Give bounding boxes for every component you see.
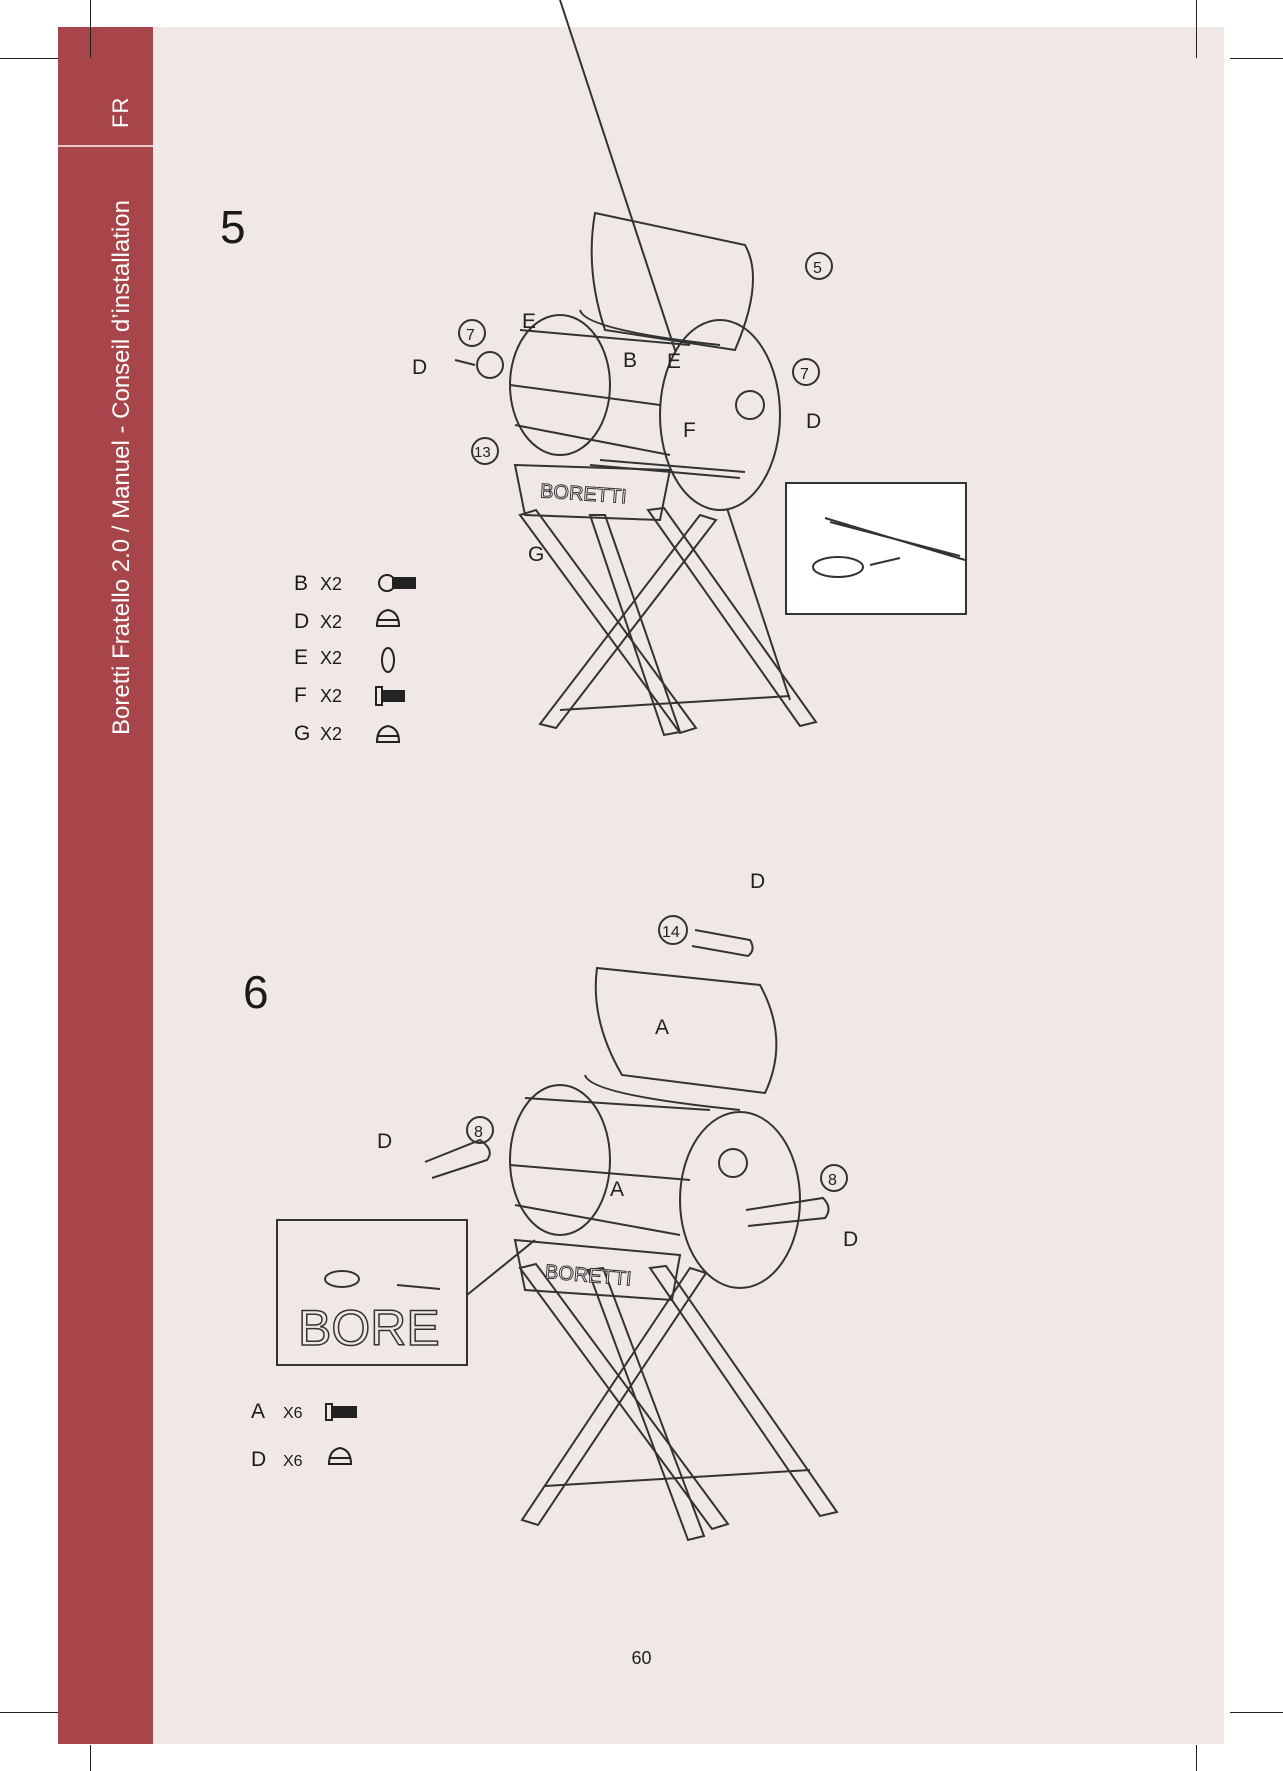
barrel-lid	[590, 211, 754, 352]
bolt-icon	[378, 574, 416, 592]
barrel-body	[509, 1097, 711, 1236]
part-row: F X2	[294, 684, 342, 708]
cap-nut-icon	[327, 1446, 353, 1465]
part-label: F	[683, 419, 696, 442]
grill-grate	[589, 459, 746, 479]
part-letter: D	[251, 1448, 267, 1471]
lid-hinge	[579, 309, 721, 346]
detail-brand-text: BORE	[298, 1300, 440, 1356]
part-label: D	[412, 356, 427, 379]
sidebar	[58, 27, 153, 1744]
page-background	[58, 27, 1224, 1744]
stand-legs	[518, 1262, 839, 1542]
cap-nut-icon	[375, 608, 401, 627]
lid-handle	[691, 929, 754, 958]
crop-mark	[1230, 1712, 1283, 1713]
part-qty: X2	[320, 574, 343, 594]
part-row: G X2	[294, 722, 342, 746]
part-qty: X2	[320, 686, 343, 706]
stand-front-plate	[513, 1238, 682, 1302]
crop-mark	[0, 1712, 58, 1713]
callout: 8	[474, 1124, 483, 1141]
lid-hinge	[584, 1074, 741, 1111]
part-row: D X6	[251, 1448, 303, 1472]
callout: 13	[474, 444, 491, 461]
crop-mark	[0, 58, 58, 59]
detail-pointer	[466, 1239, 536, 1296]
handle-d-left	[454, 359, 476, 366]
callout: 8	[828, 1172, 837, 1189]
detail-box	[785, 482, 967, 615]
step-5-illustration: BORETTI 5 7 7 13 E D B E D F G	[412, 0, 967, 737]
vent-left	[476, 351, 504, 379]
part-letter: A	[251, 1400, 266, 1423]
callout: 7	[466, 327, 475, 344]
stand-legs	[518, 0, 818, 737]
part-letter: E	[294, 646, 309, 669]
barrel-left-end	[509, 1084, 611, 1236]
callout: 7	[800, 366, 809, 383]
sidebar-divider	[58, 145, 153, 147]
callout: 14	[662, 924, 680, 941]
barrel-lid	[594, 966, 778, 1095]
cap-nut-icon	[375, 724, 401, 743]
part-row: B X2	[294, 572, 342, 596]
part-row: E X2	[294, 646, 342, 670]
side-handle-left	[424, 1138, 491, 1179]
crop-mark	[1230, 58, 1283, 59]
detail-box	[276, 1219, 468, 1366]
part-label: A	[655, 1016, 669, 1039]
callout: 5	[813, 260, 822, 277]
part-letter: D	[294, 610, 310, 633]
stand-brand-text: BORETTI	[544, 1261, 632, 1290]
barrel-body	[509, 329, 691, 456]
detail-grate	[824, 517, 966, 561]
crop-mark	[90, 0, 91, 58]
detail-bracket	[324, 1270, 360, 1288]
part-label: D	[750, 870, 765, 893]
part-label: D	[843, 1228, 858, 1251]
part-label: D	[806, 410, 821, 433]
part-label: D	[377, 1130, 392, 1153]
washer-icon	[381, 647, 395, 673]
carriage-bolt-icon	[375, 686, 405, 706]
step-6-illustration: BORETTI BORE 14 8 8 D A D A D	[276, 870, 858, 1542]
crop-mark	[1196, 0, 1197, 58]
part-qty: X6	[283, 1405, 303, 1422]
part-label: E	[667, 350, 681, 373]
crop-mark	[1196, 1745, 1197, 1771]
part-qty: X6	[283, 1453, 303, 1470]
stand-brand-text: BORETTI	[539, 480, 627, 508]
detail-bracket	[812, 556, 864, 578]
part-label: G	[528, 543, 544, 566]
part-label: E	[522, 310, 536, 333]
bolt-icon	[325, 1403, 357, 1421]
crop-mark	[90, 1745, 91, 1771]
parts-legend-icons	[325, 574, 416, 1465]
detail-arrow	[869, 557, 901, 566]
side-handle-right	[745, 1196, 830, 1227]
part-label: B	[623, 349, 637, 372]
vent-right	[718, 1148, 748, 1178]
step-number: 5	[220, 201, 246, 253]
vent-right	[735, 390, 765, 420]
part-qty: X2	[320, 724, 343, 744]
step-number: 6	[243, 966, 269, 1018]
part-label: A	[610, 1178, 624, 1201]
barrel-right-end	[659, 319, 781, 511]
part-letter: G	[294, 722, 311, 745]
part-qty: X2	[320, 612, 343, 632]
part-row: D X2	[294, 610, 342, 634]
barrel-right-end	[679, 1111, 801, 1289]
part-row: A X6	[251, 1400, 303, 1424]
part-qty: X2	[320, 648, 343, 668]
part-letter: F	[294, 684, 307, 707]
page-number: 60	[631, 1648, 652, 1668]
part-letter: B	[294, 572, 309, 595]
detail-screw	[396, 1284, 441, 1290]
